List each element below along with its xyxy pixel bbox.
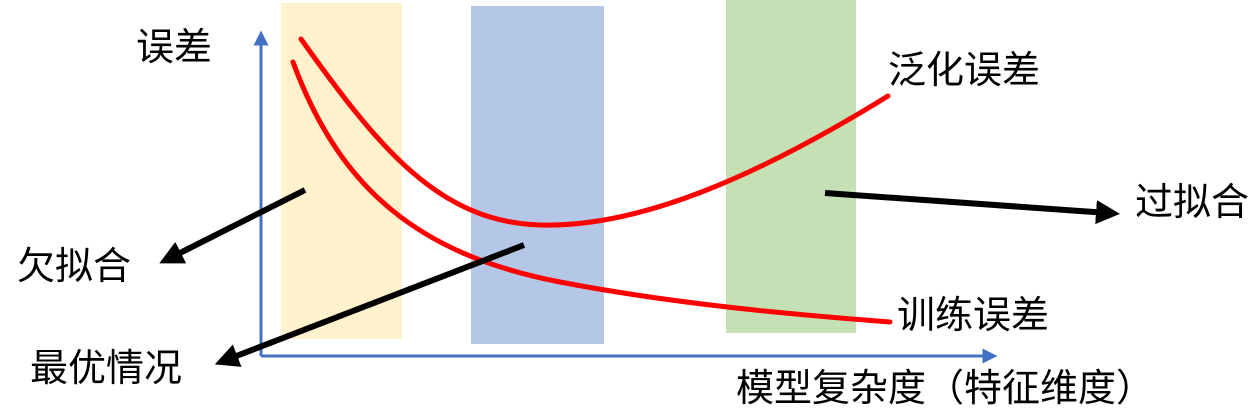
optimal-band: [471, 6, 604, 344]
underfitting-label: 欠拟合: [17, 244, 131, 288]
overfitting-label: 过拟合: [1135, 180, 1249, 224]
underfitting-band: [281, 3, 402, 339]
generalization-error-curve: [298, 36, 891, 228]
y-axis-label: 误差: [136, 25, 212, 69]
optimal-label: 最优情况: [30, 346, 182, 390]
x-axis-label: 模型复杂度（特征维度）: [736, 366, 1154, 410]
overfitting-arrow: [824, 190, 1120, 225]
generalization-error-label: 泛化误差: [888, 48, 1040, 92]
training-error-curve: [290, 59, 893, 325]
training-error-label: 训练误差: [897, 293, 1049, 337]
underfitting-arrow: [159, 187, 307, 264]
optimal-arrow: [214, 242, 526, 367]
overfitting-band: [726, 0, 856, 333]
